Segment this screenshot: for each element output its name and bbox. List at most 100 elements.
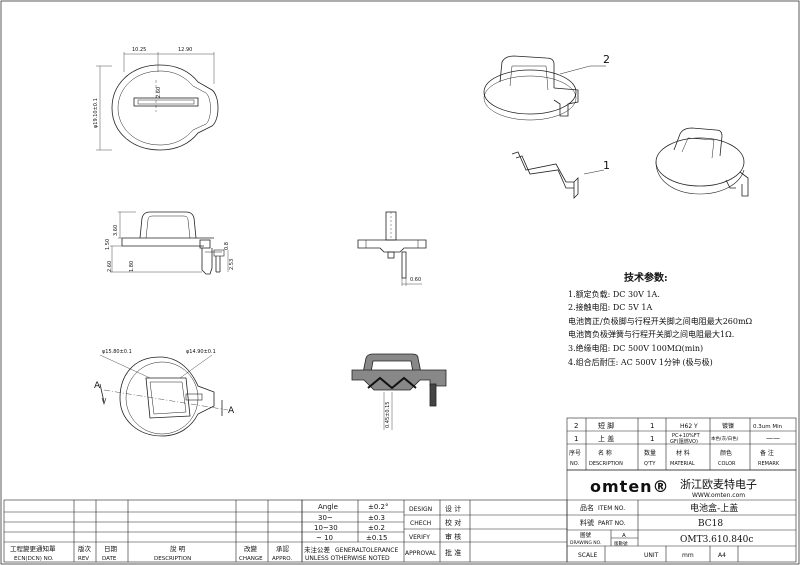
unit-label: UNIT [644,552,659,559]
drawing-rev: A [622,533,626,539]
note-line-4: 电池筒负极弹簧与行程开关脚之间电阻最大1Ω. [568,330,735,340]
dim-side-h6: 0.8 [224,242,230,250]
sign-design-cn: 设 计 [445,504,461,513]
revision-ecn-cn: 工程變更通知單 [10,544,56,553]
unit-value: mm [682,552,694,559]
company-name: 浙江欧麦特电子 [680,477,757,491]
tolerance-row-2-value: ±0.3 [368,514,385,522]
revision-change-en: CHANGE [239,556,263,562]
dim-dia-b: φ14.90±0.1 [186,349,216,355]
dim-dia-a: φ15.80±0.1 [102,349,132,355]
iso-contact-pin [511,151,605,199]
revision-ecn-en: ECN(DCN) NO. [14,556,54,562]
revision-header: 工程變更通知單 ECN(DCN) NO. 版次 REV 日期 DATE 說 明 … [10,544,292,562]
bom-row-1-material-1: PC+10%FT [672,433,701,439]
tolerance-row-4-value: ±0.15 [366,534,387,542]
bom-header-qty-cn: 数量 [644,449,656,457]
dim-side-h3: 2.60 [107,261,113,272]
revision-approve-cn: 承認 [276,544,290,553]
note-line-1: 1.额定负载: DC 30V 1A. [568,289,660,299]
bom-header-no-cn: 序号 [569,449,581,457]
revision-rev-cn: 版次 [78,544,92,553]
sign-verify-cn: 审 核 [445,532,461,541]
sign-approval-cn: 批 准 [445,548,461,557]
bom-row-2: 2 短 脚 1 H62 Y 镀镍 0.3um Min [574,421,783,430]
drawing-label-cn: 圖號 [580,531,592,539]
callout-part1: 1 [603,159,610,172]
revision-grid [3,499,303,563]
side-view [110,211,229,275]
item-label-cn: 品名 [580,503,594,512]
item-label-en: ITEM NO. [598,505,625,512]
dim-side-h2: 3.60 [113,225,119,236]
front-view [357,211,427,286]
part-label-en: PART NO. [598,520,626,527]
bom-row-2-no: 2 [574,422,578,430]
sign-check-en: CHECH [410,520,431,527]
section-view [351,353,447,430]
bom-header-remark-cn: 备 注 [760,449,774,457]
tolerance-row-4-range: ~ 10 [316,534,333,542]
sign-verify-en: VERIFY [409,534,430,541]
sign-approval-en: APPROVAL [405,550,437,557]
bom-row-1-qty: 1 [650,435,654,443]
bom-row-2-name: 短 脚 [598,421,614,430]
bom-row-1-remark: —— [766,434,780,442]
sign-check-cn: 校 对 [445,518,461,527]
section-mark-a2: A [228,406,235,416]
bom-row-1-material-2: GF(阻燃VO) [670,438,698,445]
technical-notes: 技术参数: 1.额定负载: DC 30V 1A. 2.接触电阻: DC 5V 1… [568,272,796,369]
company-logo: omten® [590,477,670,496]
drawing-value: OMT3.610.840c [680,535,753,545]
company-website: WWW.omten.com [692,492,745,499]
drawing-rev-label: 版數號 [614,540,628,547]
dim-side-h4: 1.80 [129,261,135,272]
revision-date-en: DATE [102,556,117,562]
bom-header-no-en: NO. [570,461,579,467]
bom-header-color-en: COLOR [718,461,736,467]
part-value: BC18 [698,519,723,529]
tolerance-table: Angle ±0.2° 30~ ±0.3 10~30 ±0.2 ~ 10 ±0.… [304,503,398,562]
tolerance-row-3-value: ±0.2 [368,524,385,532]
bottom-view [99,354,229,437]
bom-row-1-no: 1 [574,435,578,443]
bom-header-material-cn: 材 料 [676,449,690,457]
tolerance-caption-en: GENERALTOLERANCE [335,547,398,554]
revision-desc-cn: 說 明 [170,544,186,553]
revision-approve-en: APPRO. [272,556,292,562]
revision-date-cn: 日期 [104,545,118,553]
tolerance-caption-2: UNLESS OTHERWISE NOTED [305,555,390,562]
bom-header-remark-en: REMARK [758,461,780,467]
bom-header-name-cn: 名 称 [598,449,612,457]
bom-row-2-color: 镀镍 [722,422,734,430]
scale-label: SCALE [578,552,597,559]
tolerance-row-1-value: ±0.2° [368,503,389,511]
tolerance-row-3-range: 10~30 [314,524,338,532]
revision-change-cn: 改變 [244,544,258,553]
drawing-label-en: DRAWING NO. [570,540,601,546]
bom-header-name-en: DESCRIPTION [589,461,623,467]
dim-top-w2: 12.90 [178,47,192,53]
dim-section-h: 0.45±0.15 [385,402,391,428]
note-line-3: 电池筒正/负极脚与行程开关脚之间电阻最大260mΩ [568,316,753,326]
dim-side-h5: 2.53 [229,259,235,270]
top-view [96,52,219,151]
revision-rev-en: REV [78,556,89,562]
bom-row-1-name: 上 盖 [598,434,614,443]
bom-header-qty-en: Q'TY [644,461,656,467]
bom-table [566,417,797,471]
bom-header-material-en: MATERIAL [670,461,695,467]
tolerance-caption-cn: 未注公差 [304,545,331,554]
bom-header: 序号 NO. 名 称 DESCRIPTION 数量 Q'TY 材 料 MATER… [569,449,780,467]
dim-side-h1: 1.50 [105,239,111,250]
note-line-5: 3.绝缘电阻: DC 500V 100MΩ(min) [568,343,704,353]
iso-cover-exploded [483,55,606,121]
tolerance-row-2-range: 30~ [318,514,333,522]
bom-row-2-material: H62 Y [680,423,698,430]
dim-front-w: 0.60 [410,277,421,283]
section-mark-a1: A [94,381,101,391]
bom-header-color-cn: 颜色 [720,449,732,457]
sign-design-en: DESIGN [409,506,432,513]
